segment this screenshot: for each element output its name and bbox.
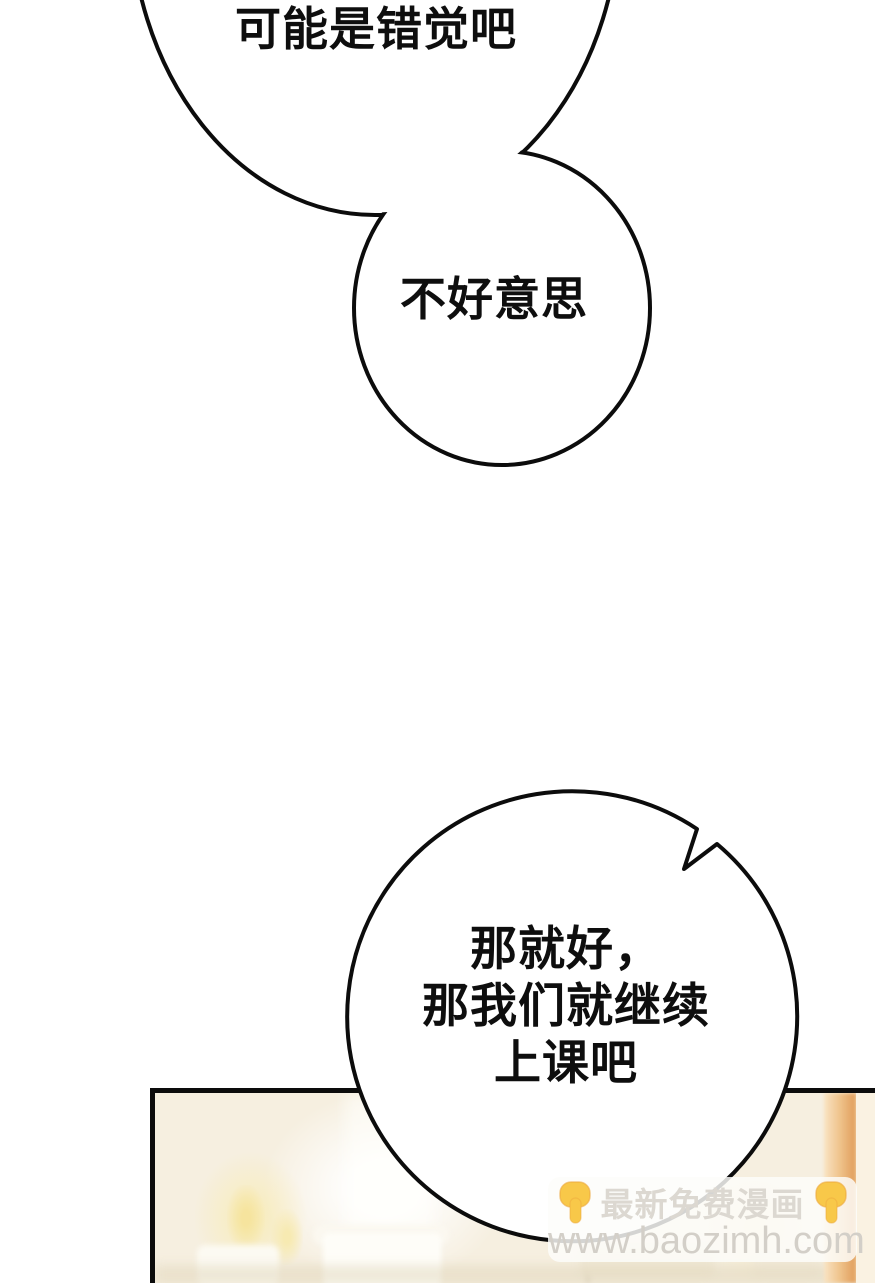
- candle-flame: [227, 1185, 265, 1251]
- finger-down-icon: [558, 1181, 591, 1224]
- watermark-label: 最新免费漫画: [600, 1186, 805, 1223]
- watermark-url: www.baozimh.com: [548, 1220, 865, 1262]
- watermark-badge: 最新免费漫画 www.baozimh.com: [548, 1177, 865, 1262]
- panel-right-margin: [856, 1093, 875, 1283]
- candle-holder: [323, 1233, 441, 1283]
- panel-floor-shadow: [155, 1265, 875, 1283]
- finger-down-icon: [814, 1181, 847, 1224]
- candle-holder: [197, 1245, 279, 1283]
- speech-text-bottom: 那就好， 那我们就继续 上课吧: [316, 920, 816, 1091]
- watermark-title-row: 最新免费漫画: [548, 1181, 857, 1224]
- speech-text-line: 上课吧: [494, 1036, 638, 1089]
- speech-text-middle: 不好意思: [400, 273, 588, 325]
- speech-text-line: 那我们就继续: [422, 979, 710, 1032]
- speech-bubble-top-fill: [144, 0, 606, 213]
- speech-bubble-bottom: [345, 789, 800, 1244]
- speech-text-top: 可能是错觉吧: [235, 3, 517, 55]
- speech-text-line: 那就好，: [470, 922, 662, 975]
